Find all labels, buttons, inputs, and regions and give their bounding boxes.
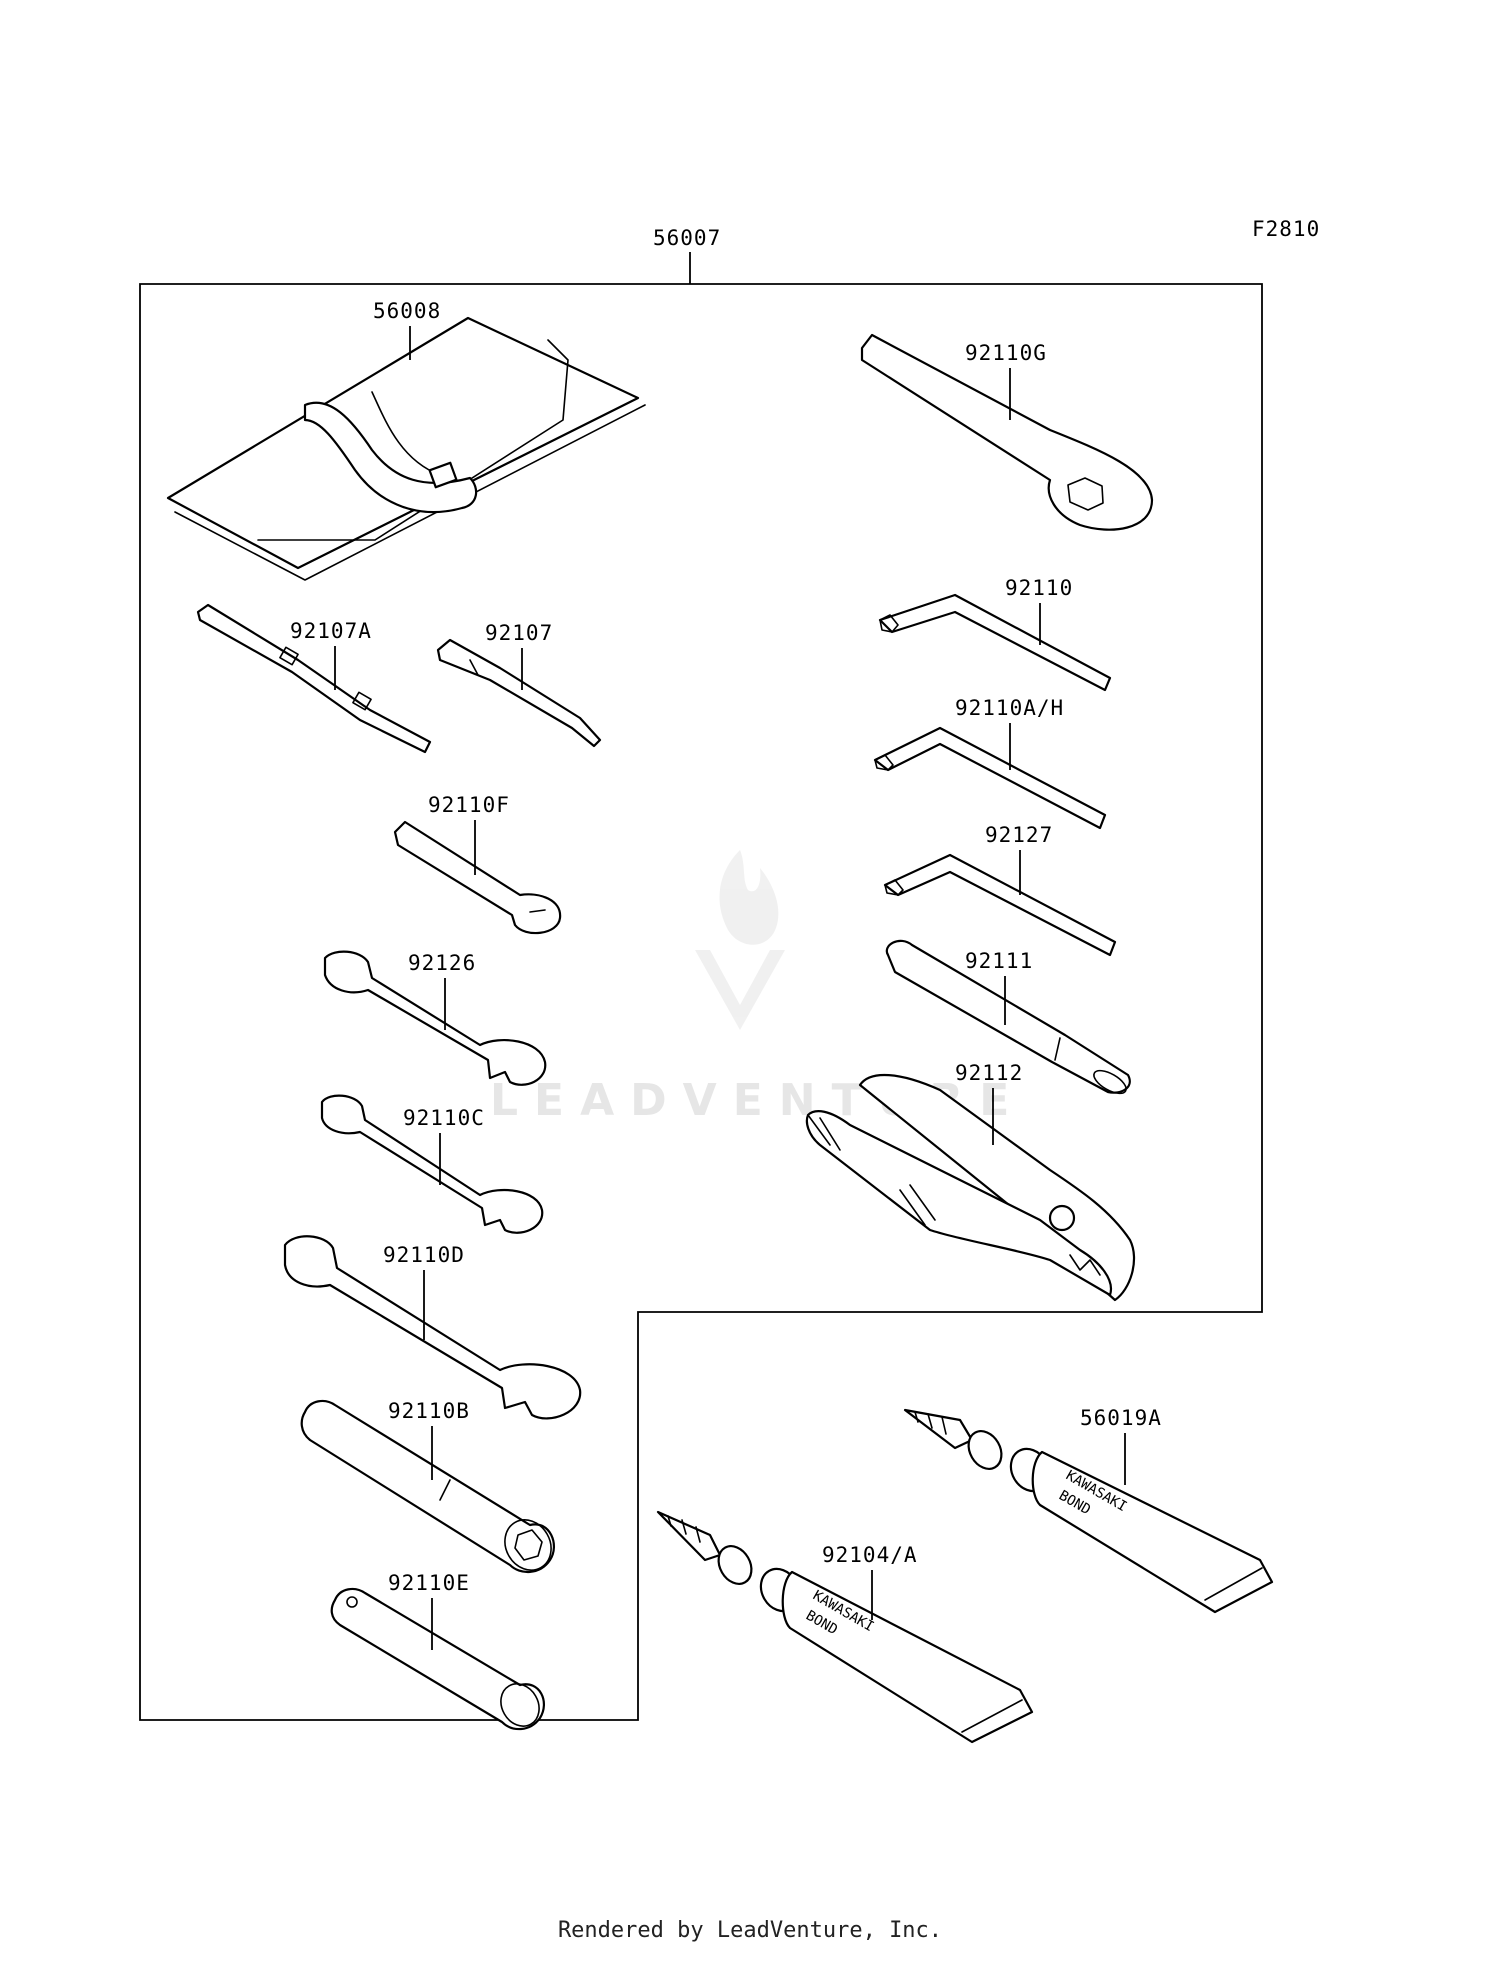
socket-wrench-92110E [330,1587,546,1731]
label-92112: 92112 [955,1061,1023,1085]
bond-tube-56019A: KAWASAKI BOND [903,1408,1274,1614]
figure-code: F2810 [1252,217,1320,241]
wrench-92110F [393,820,562,935]
label-92127: 92127 [985,823,1053,847]
label-92110G: 92110G [965,341,1047,365]
bond-tube-92104A: KAWASAKI BOND [656,1510,1034,1744]
label-92110C: 92110C [403,1106,485,1130]
label-56008: 56008 [373,299,441,323]
pliers-92112 [805,1073,1135,1302]
label-56019A: 56019A [1080,1406,1162,1430]
label-92110F: 92110F [428,793,510,817]
socket-wrench-92110B [300,1399,555,1573]
screwdriver-92107 [436,638,602,748]
assembly-outline [139,283,1263,1721]
label-92110B: 92110B [388,1399,470,1423]
hex-key-92110 [878,593,1112,692]
wrench-92126 [323,950,547,1086]
hex-key-92110AH [873,726,1107,830]
label-92110D: 92110D [383,1243,465,1267]
tool-bag [166,316,646,581]
label-92110AH: 92110A/H [955,696,1064,720]
assembly-label: 56007 [653,226,721,250]
handle-92111 [885,939,1131,1095]
box-wrench-92110G [860,333,1154,531]
label-92110: 92110 [1005,576,1073,600]
watermark-logo [695,850,785,1030]
footer-credit: Rendered by LeadVenture, Inc. [557,1918,943,1943]
label-92111: 92111 [965,949,1033,973]
label-92104A: 92104/A [822,1543,918,1567]
label-92126: 92126 [408,951,476,975]
wrench-92110C [320,1094,544,1234]
wrench-92110D [283,1235,582,1420]
label-92110E: 92110E [388,1571,470,1595]
label-92107A: 92107A [290,619,372,643]
hex-key-92127 [883,853,1117,957]
screwdriver-bit-92107A [196,603,432,754]
label-92107: 92107 [485,621,553,645]
